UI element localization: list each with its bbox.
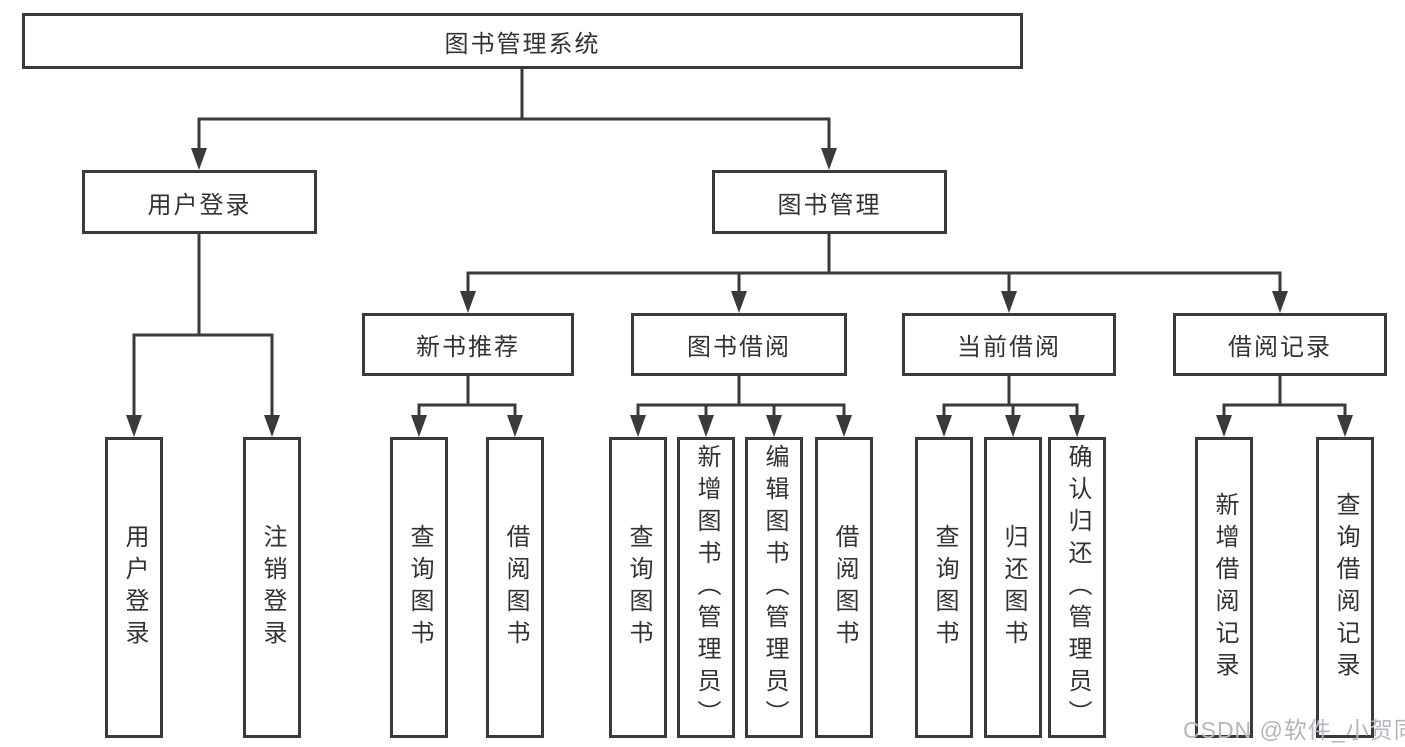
node-root-label: 图书管理系统: [444, 30, 601, 58]
leaf-borrow-books-label: 借阅图书: [831, 523, 858, 652]
leaf-query-books-recommend: 查询图书: [390, 437, 448, 738]
leaf-query-borrow-record-label: 查询借阅记录: [1332, 491, 1359, 684]
node-borrowing-records: 借阅记录: [1173, 313, 1387, 376]
leaf-logout-label: 注销登录: [259, 523, 286, 652]
node-book-management-label: 图书管理: [777, 191, 882, 219]
node-current-borrowing: 当前借阅: [902, 313, 1116, 376]
leaf-add-borrow-record: 新增借阅记录: [1195, 437, 1253, 738]
leaf-add-books-admin-label: 新增图书（管理员）: [693, 443, 720, 732]
leaf-query-books-recommend-label: 查询图书: [406, 523, 433, 652]
node-book-management: 图书管理: [712, 170, 947, 234]
node-book-borrowing: 图书借阅: [631, 313, 847, 376]
node-user-login: 用户登录: [82, 170, 317, 234]
leaf-borrow-books: 借阅图书: [815, 437, 873, 738]
leaf-return-books-label: 归还图书: [1000, 523, 1027, 652]
leaf-confirm-return-admin-label: 确认归还（管理员）: [1064, 443, 1091, 732]
leaf-query-books-borrowing: 查询图书: [609, 437, 667, 738]
csdn-watermark: CSDN @软件_小贺同学: [1183, 717, 1405, 743]
node-borrowing-records-label: 借阅记录: [1228, 334, 1332, 361]
leaf-user-login: 用户登录: [105, 437, 163, 738]
leaf-add-borrow-record-label: 新增借阅记录: [1211, 491, 1238, 684]
leaf-query-books-borrowing-label: 查询图书: [625, 523, 652, 652]
leaf-borrow-books-recommend: 借阅图书: [486, 437, 544, 738]
leaf-query-borrow-record: 查询借阅记录: [1316, 437, 1374, 738]
node-new-book-recommend-label: 新书推荐: [416, 334, 520, 361]
node-current-borrowing-label: 当前借阅: [957, 334, 1061, 361]
leaf-borrow-books-recommend-label: 借阅图书: [502, 523, 529, 652]
node-book-borrowing-label: 图书借阅: [687, 334, 791, 361]
arrowhead-icons: [126, 148, 1353, 437]
connector-path: [132, 66, 1347, 421]
leaf-user-login-label: 用户登录: [121, 523, 148, 652]
leaf-edit-books-admin-label: 编辑图书（管理员）: [761, 443, 788, 732]
node-root-system: 图书管理系统: [22, 13, 1023, 69]
leaf-confirm-return-admin: 确认归还（管理员）: [1048, 437, 1106, 738]
leaf-logout: 注销登录: [243, 437, 301, 738]
node-user-login-label: 用户登录: [147, 191, 252, 219]
leaf-return-books: 归还图书: [984, 437, 1042, 738]
leaf-add-books-admin: 新增图书（管理员）: [677, 437, 735, 738]
node-new-book-recommend: 新书推荐: [362, 313, 574, 376]
leaf-edit-books-admin: 编辑图书（管理员）: [745, 437, 803, 738]
leaf-query-books-current-label: 查询图书: [931, 523, 958, 652]
leaf-query-books-current: 查询图书: [915, 437, 973, 738]
